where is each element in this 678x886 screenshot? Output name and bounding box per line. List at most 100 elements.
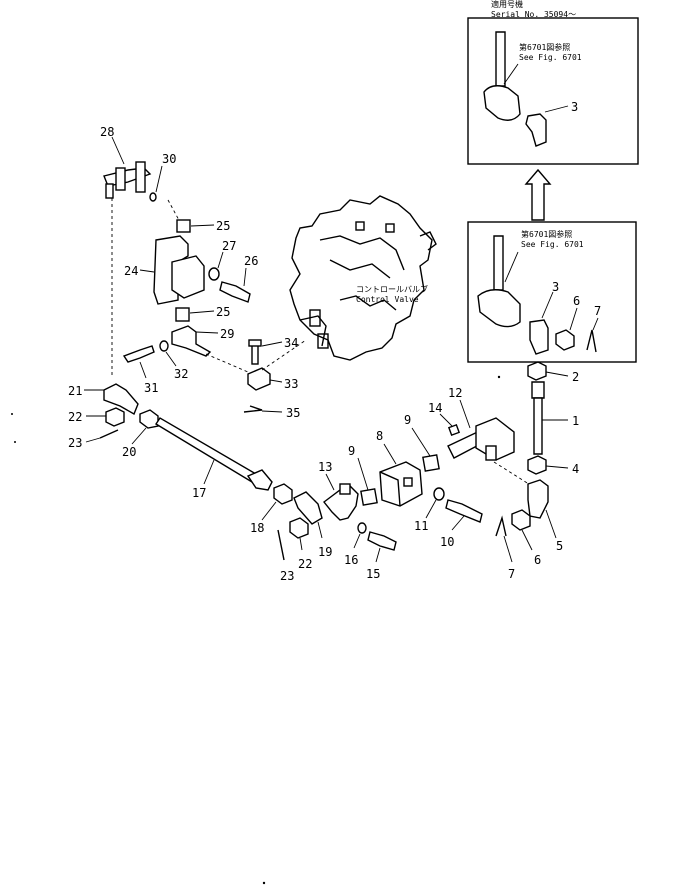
part-18: 18 xyxy=(250,483,293,535)
part-21: 21 xyxy=(68,383,139,416)
callout-7-low: 7 xyxy=(508,567,515,581)
leader-3-top xyxy=(544,105,569,113)
part-27: 27 xyxy=(208,239,236,281)
control-valve: コントロールバルブ Control Valve xyxy=(289,195,437,361)
part-2: 2 xyxy=(527,361,579,384)
leader-7-mid xyxy=(592,317,599,331)
part-4: 4 xyxy=(527,455,579,476)
part-25-upper: 25 xyxy=(176,219,230,233)
part-10: 10 xyxy=(440,499,483,549)
ref-leader-top xyxy=(503,63,519,85)
callout-20: 20 xyxy=(122,445,136,459)
mid-box-ref-en: See Fig. 6701 xyxy=(521,240,584,249)
part-1: 1 xyxy=(531,381,579,455)
callout-5: 5 xyxy=(556,539,563,553)
part-14: 14 xyxy=(428,401,461,437)
callout-26: 26 xyxy=(244,254,258,268)
part-17: 17 xyxy=(155,417,273,500)
callout-19: 19 xyxy=(318,545,332,559)
part-33: 33 xyxy=(247,339,307,391)
up-arrow xyxy=(524,168,552,221)
part-28: 28 xyxy=(100,125,152,199)
part-25-lower: 25 xyxy=(175,305,230,322)
callout-14: 14 xyxy=(428,401,442,415)
valve-label-jp: コントロールバルブ xyxy=(356,284,428,294)
leader-3-mid xyxy=(541,291,554,319)
callout-6-low: 6 xyxy=(534,553,541,567)
part-34: 34 xyxy=(248,336,298,365)
callout-22-left: 22 xyxy=(68,410,82,424)
part-11: 11 xyxy=(414,487,445,533)
callout-7-mid: 7 xyxy=(594,304,601,318)
part-6-low: 6 xyxy=(511,509,541,567)
lever-body-mid xyxy=(477,289,521,328)
part-12: 12 xyxy=(447,386,515,461)
middle-reference-box: 第6701図参照 See Fig. 6701 3 6 7 xyxy=(467,221,637,363)
part-19: 19 xyxy=(293,491,332,559)
callout-24: 24 xyxy=(124,264,138,278)
callout-18: 18 xyxy=(250,521,264,535)
part-32: 32 xyxy=(159,340,188,381)
stray-dot-1 xyxy=(497,375,501,379)
callout-28: 28 xyxy=(100,125,114,139)
link-line-bracket xyxy=(167,199,181,223)
top-box-serial: Serial No. 35094～ xyxy=(491,10,576,19)
callout-9-right: 9 xyxy=(404,413,411,427)
callout-2: 2 xyxy=(572,370,579,384)
mid-box-ref-jp: 第6701図参照 xyxy=(521,229,572,239)
callout-27: 27 xyxy=(222,239,236,253)
callout-16: 16 xyxy=(344,553,358,567)
part-7-low: 7 xyxy=(495,515,515,581)
callout-3-mid: 3 xyxy=(552,280,559,294)
callout-23-left: 23 xyxy=(68,436,82,450)
callout-1: 1 xyxy=(572,414,579,428)
callout-17: 17 xyxy=(192,486,206,500)
callout-21: 21 xyxy=(68,384,82,398)
part-9-left: 9 xyxy=(348,444,378,506)
callout-34: 34 xyxy=(284,336,298,350)
ball-joint-top xyxy=(525,113,547,147)
callout-23-lower: 23 xyxy=(280,569,294,583)
callout-29: 29 xyxy=(220,327,234,341)
callout-12: 12 xyxy=(448,386,462,400)
part-22-left: 22 xyxy=(68,407,125,427)
part-24: 24 xyxy=(124,235,205,305)
part-23-left: 23 xyxy=(68,429,119,450)
callout-25-upper: 25 xyxy=(216,219,230,233)
part-35: 35 xyxy=(243,405,300,420)
part-22-lower: 22 xyxy=(289,517,312,571)
top-box-title: 適用号機 xyxy=(491,0,523,9)
valve-label-en: Control Valve xyxy=(356,295,419,304)
part-29: 29 xyxy=(171,325,234,357)
callout-13: 13 xyxy=(318,460,332,474)
callout-33: 33 xyxy=(284,377,298,391)
callout-15: 15 xyxy=(366,567,380,581)
lever-rod-top xyxy=(495,31,506,87)
link-line-29-33 xyxy=(205,353,249,373)
part-9-right: 9 xyxy=(404,413,440,472)
top-reference-box: 適用号機 Serial No. 35094～ 第6701図参照 See Fig.… xyxy=(467,0,639,165)
ref-leader-mid xyxy=(504,251,519,283)
callout-35: 35 xyxy=(286,406,300,420)
callout-30: 30 xyxy=(162,152,176,166)
stray-dot-4 xyxy=(14,441,16,443)
ball-joint-mid xyxy=(529,319,549,355)
part-8: 8 xyxy=(376,429,423,507)
lever-rod-mid xyxy=(493,235,504,291)
callout-3-top: 3 xyxy=(571,100,578,114)
part-15: 15 xyxy=(366,531,397,581)
callout-32: 32 xyxy=(174,367,188,381)
lever-body-top xyxy=(483,85,521,121)
callout-31: 31 xyxy=(144,381,158,395)
callout-22-lower: 22 xyxy=(298,557,312,571)
part-31: 31 xyxy=(122,345,158,395)
leader-6-mid xyxy=(569,307,578,331)
callout-9-left: 9 xyxy=(348,444,355,458)
callout-6-mid: 6 xyxy=(573,294,580,308)
part-23-lower: 23 xyxy=(277,529,294,583)
callout-4: 4 xyxy=(572,462,579,476)
stray-dot-3 xyxy=(11,413,13,415)
callout-25-lower: 25 xyxy=(216,305,230,319)
nut-6-mid xyxy=(555,329,575,351)
